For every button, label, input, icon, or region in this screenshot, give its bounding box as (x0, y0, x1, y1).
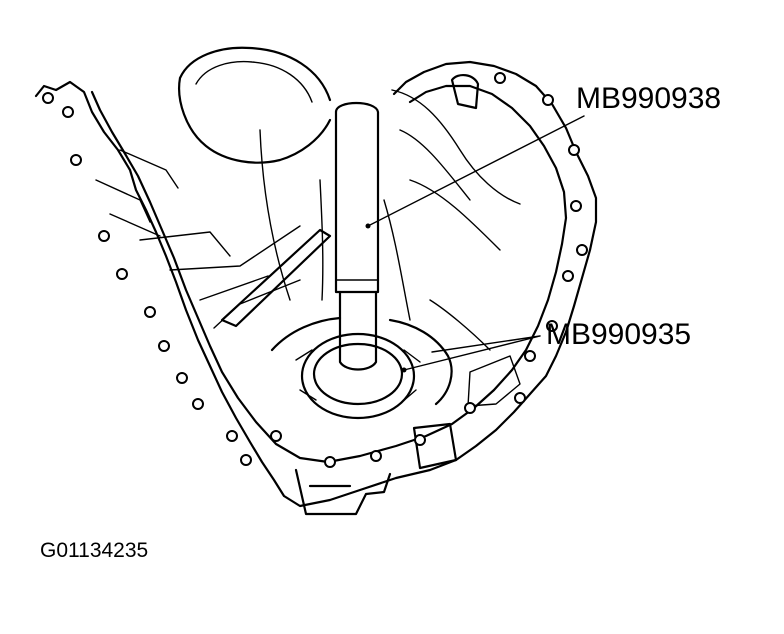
callout-label-seal-installer: MB990935 (546, 318, 692, 351)
leader-dot-tool-2 (401, 367, 407, 373)
right-upper-rib (391, 89, 521, 251)
drift-tool (334, 102, 380, 371)
upper-bore-rim (195, 60, 313, 103)
bolt-holes (42, 72, 588, 468)
figure-code: G01134235 (40, 539, 149, 562)
right-lower-detail (467, 355, 521, 407)
center-web (259, 129, 491, 351)
bore-opening (270, 316, 453, 406)
left-strut (220, 228, 332, 328)
right-upper-boss (450, 74, 480, 110)
right-lower-boss (412, 422, 458, 470)
upper-bore (178, 46, 332, 164)
seal-installer (295, 332, 421, 420)
leader-dot-tool-1 (365, 223, 371, 229)
leader-line-tool-1 (367, 115, 585, 227)
left-ribs (95, 149, 301, 329)
leader-line-tool-2 (403, 335, 541, 371)
callout-label-drift-tool: MB990938 (576, 82, 722, 115)
lower-extension (294, 468, 392, 516)
housing-outer-flange (34, 60, 598, 508)
housing-inner-flange (90, 84, 568, 464)
